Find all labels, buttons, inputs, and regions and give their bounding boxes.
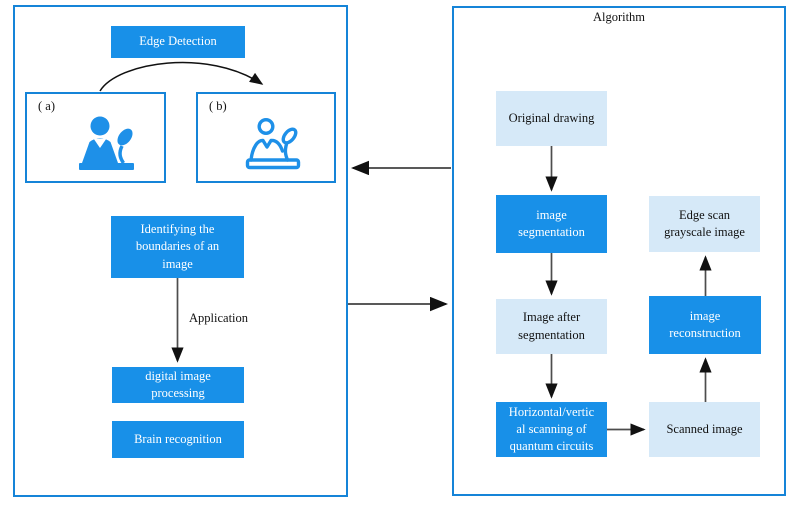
speaker-at-podium-outline-icon — [245, 117, 301, 170]
digital-image-processing-box: digital image processing — [112, 367, 244, 403]
horizontal-scanning-box: Horizontal/vertic al scanning of quantum… — [496, 402, 607, 457]
image-reconstruction-box: image reconstruction — [649, 296, 761, 354]
identifying-boundaries-box: Identifying the boundaries of an image — [111, 216, 244, 278]
edge-detection-box: Edge Detection — [111, 26, 245, 58]
edge-scan-grayscale-box: Edge scan grayscale image — [649, 196, 760, 252]
original-drawing-box: Original drawing — [496, 91, 607, 146]
scanned-image-box: Scanned image — [649, 402, 760, 457]
image-segmentation-box: image segmentation — [496, 195, 607, 253]
algorithm-title: Algorithm — [592, 10, 646, 24]
application-arrow-label: Application — [189, 311, 249, 325]
speaker-at-podium-filled-icon — [79, 116, 134, 170]
figure-b-box: ( b) — [196, 92, 336, 183]
figure-a-label: ( a) — [38, 99, 55, 113]
figure-b-label: ( b) — [209, 99, 227, 113]
image-after-segmentation-box: Image after segmentation — [496, 299, 607, 354]
figure-a-box: ( a) — [25, 92, 166, 183]
brain-recognition-box: Brain recognition — [112, 421, 244, 458]
